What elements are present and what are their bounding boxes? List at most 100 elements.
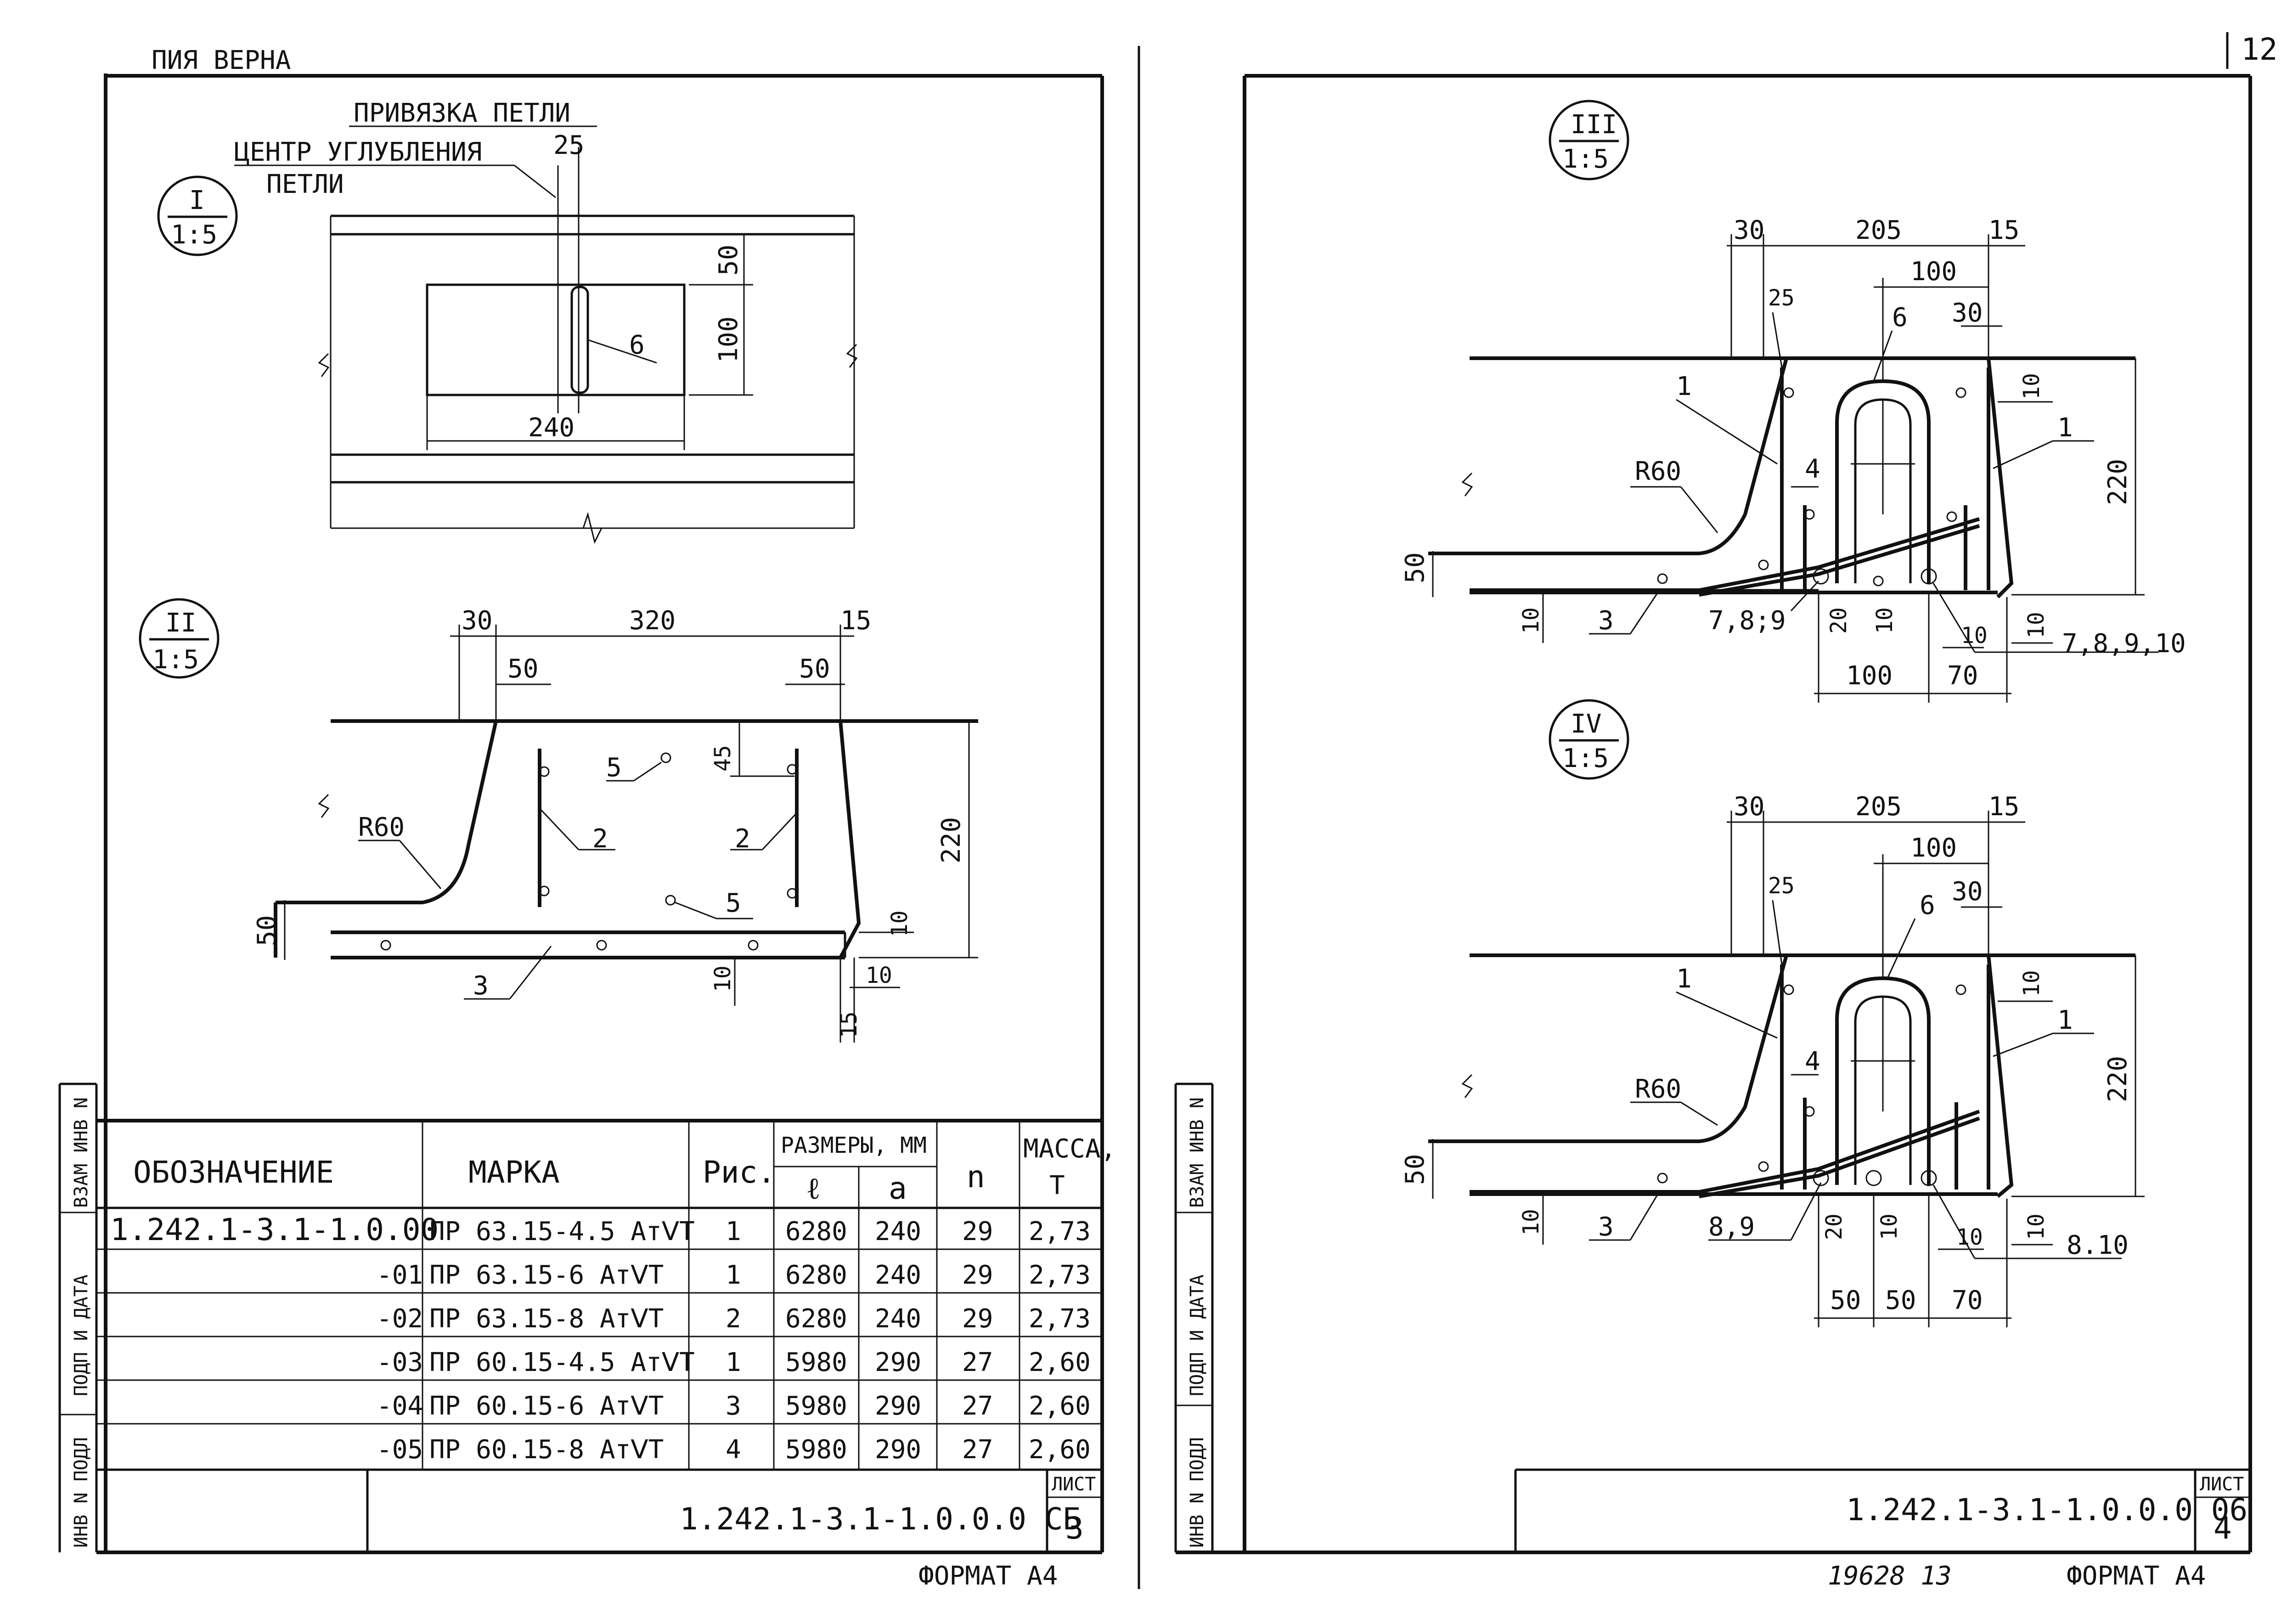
dim-100-bottom: 100 — [1846, 661, 1893, 691]
dim-220: 220 — [2103, 459, 2133, 505]
stamp-replace-inv: ВЗАМ ИНВ N — [1187, 1097, 1208, 1208]
dim-70: 70 — [1947, 661, 1978, 691]
th-mark: МАРКА — [468, 1155, 560, 1190]
center-label-line1: ЦЕНТР УГЛУБЛЕНИЯ — [234, 137, 482, 167]
detail-3-marker — [1549, 100, 1629, 180]
center-label-line2: ПЕТЛИ — [266, 169, 344, 199]
part-3: 3 — [1598, 606, 1614, 636]
part-1-left: 1 — [1676, 964, 1692, 994]
dim-100-top: 100 — [1910, 257, 1957, 287]
row-a: 240 — [875, 1217, 921, 1246]
dim-10-o: 10 — [2023, 612, 2049, 638]
part-7-8-9: 7,8;9 — [1708, 606, 1786, 636]
dim-30: 30 — [462, 606, 492, 636]
dim-10-mid: 10 — [1876, 1213, 1902, 1240]
dim-15: 15 — [840, 606, 871, 636]
row-fig: 2 — [726, 1304, 741, 1334]
part-8-9: 8,9 — [1708, 1212, 1755, 1242]
detail-3-number: III — [1571, 110, 1617, 140]
row-mass: 2,73 — [1029, 1260, 1091, 1290]
part-6: 6 — [1892, 303, 1908, 333]
dim-240: 240 — [528, 413, 575, 443]
table-row: -05 ПР 60.15-8 АтⅤТ 4 5980 290 27 2,60 — [377, 1435, 1091, 1465]
radius-r60: R60 — [1635, 1074, 1681, 1104]
detail-4-number: IV — [1571, 709, 1601, 739]
th-mass-unit: Т — [1049, 1171, 1065, 1201]
part-5-top: 5 — [606, 753, 622, 783]
row-designation: -01 — [377, 1260, 423, 1290]
dim-30: 30 — [1734, 215, 1764, 245]
dim-10-b: 10 — [710, 965, 736, 992]
dim-50-a: 50 — [1830, 1286, 1861, 1315]
th-designation: ОБОЗНАЧЕНИЕ — [133, 1155, 334, 1190]
detail-1-number: I — [189, 186, 205, 215]
dim-10-right: 10 — [2019, 373, 2045, 400]
part-1-left: 1 — [1676, 372, 1692, 401]
row-fig: 1 — [726, 1260, 741, 1290]
row-fig: 4 — [726, 1435, 741, 1465]
dim-10-mid: 10 — [1872, 607, 1898, 634]
row-l: 5980 — [785, 1391, 847, 1421]
row-mass: 2,60 — [1029, 1435, 1091, 1465]
stamp-replace-inv: ВЗАМ ИНВ N — [71, 1097, 92, 1208]
detail-3-scale: 1:5 — [1562, 144, 1609, 174]
row-a: 290 — [875, 1391, 921, 1421]
row-a: 290 — [875, 1348, 921, 1377]
table-row: -03 ПР 60.15-4.5 АтⅤТ 1 5980 290 27 2,60 — [377, 1348, 1091, 1377]
table-row: -01 ПР 63.15-6 АтⅤТ 1 6280 240 29 2,73 — [377, 1260, 1091, 1290]
sheet-number: 4 — [2214, 1511, 2232, 1546]
detail-3-section: III 1:5 — [1400, 100, 2186, 703]
stamp-inv-orig: ИНВ N ПОДЛ — [1187, 1437, 1208, 1548]
dim-50: 50 — [1400, 553, 1430, 583]
table-row: -02 ПР 63.15-8 АтⅤТ 2 6280 240 29 2,73 — [377, 1304, 1091, 1334]
sheet-label: ЛИСТ — [1052, 1474, 1096, 1495]
sheet-label: ЛИСТ — [2200, 1474, 2244, 1495]
part-2-left: 2 — [592, 824, 608, 854]
dim-45: 45 — [710, 745, 736, 772]
spec-table: ОБОЗНАЧЕНИЕ МАРКА Рис. РАЗМЕРЫ, ММ ℓ a n… — [96, 1119, 1116, 1471]
radius-r60: R60 — [1635, 457, 1681, 486]
page-number: 12 — [2241, 32, 2277, 67]
dim-10-n: 10 — [1956, 1224, 1983, 1250]
dim-50-b: 50 — [1885, 1286, 1916, 1315]
row-fig: 1 — [726, 1348, 741, 1377]
row-designation: -03 — [377, 1348, 423, 1377]
part-4: 4 — [1805, 454, 1820, 484]
detail-2-section: II 1:5 — [139, 598, 978, 1043]
row-mark: ПР 60.15-6 АтⅤТ — [429, 1391, 664, 1421]
table-row: 1.242.1-3.1-1.0.00 ПР 63.15-4.5 АтⅤТ 1 6… — [110, 1212, 1091, 1247]
dim-10-left: 10 — [1518, 607, 1544, 634]
detail-4-scale: 1:5 — [1562, 744, 1609, 773]
anchor-title: ПРИВЯЗКА ПЕТЛИ — [354, 98, 570, 128]
dim-70: 70 — [1952, 1286, 1983, 1315]
row-fig: 1 — [726, 1217, 741, 1246]
row-mark: ПР 60.15-4.5 АтⅤТ — [429, 1348, 695, 1377]
detail-4-marker — [1549, 699, 1629, 780]
detail-1-plan: I 1:5 ПРИВЯЗКА ПЕТЛИ ЦЕНТР УГЛУБЛЕНИЯ ПЕ… — [157, 98, 858, 544]
dim-25: 25 — [553, 130, 584, 160]
th-fig: Рис. — [703, 1155, 776, 1190]
row-n: 27 — [962, 1391, 993, 1421]
part-8-10: 8.10 — [2067, 1230, 2129, 1260]
row-l: 6280 — [785, 1217, 847, 1246]
row-mark: ПР 63.15-4.5 АтⅤТ — [429, 1217, 695, 1246]
title-block-sheet-3: 1.242.1-3.1-1.0.0.0 СБ ЛИСТ 3 — [366, 1470, 1102, 1552]
radius-r60: R60 — [358, 812, 405, 842]
th-n: n — [967, 1159, 985, 1195]
row-n: 29 — [962, 1217, 993, 1246]
stamp-inv-orig: ИНВ N ПОДЛ — [71, 1437, 92, 1548]
row-mass: 2,73 — [1029, 1217, 1091, 1246]
row-a: 240 — [875, 1260, 921, 1290]
archive-number: 19628 13 — [1828, 1561, 1952, 1591]
dim-205: 205 — [1855, 215, 1902, 245]
row-n: 27 — [962, 1348, 993, 1377]
row-l: 6280 — [785, 1304, 847, 1334]
row-n: 29 — [962, 1260, 993, 1290]
dim-10-c: 10 — [866, 963, 892, 988]
side-stamp-left: ВЗАМ ИНВ N ПОДП И ДАТА ИНВ N ПОДЛ — [58, 1083, 98, 1552]
dim-220: 220 — [936, 817, 966, 863]
detail-4-section: IV 1:5 — [1400, 699, 2145, 1327]
sheet-number: 3 — [1065, 1511, 1084, 1546]
dim-320: 320 — [629, 606, 676, 636]
